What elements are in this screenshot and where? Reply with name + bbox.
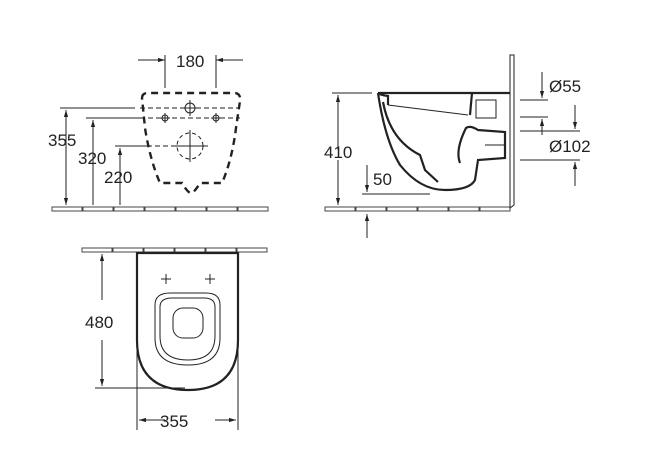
bowl-top-outline xyxy=(135,251,240,392)
dim-label-320: 320 xyxy=(78,149,106,168)
dim-label-355-width: 355 xyxy=(160,412,188,431)
outlet-hole xyxy=(172,307,204,339)
dimension-220: 220 xyxy=(104,145,152,205)
tile xyxy=(144,206,176,212)
tile xyxy=(113,206,145,212)
top-view: 480 355 xyxy=(81,247,268,431)
tile xyxy=(51,206,83,212)
tile xyxy=(175,206,207,212)
tile xyxy=(324,206,356,212)
bowl-rim xyxy=(381,101,439,183)
side-view: 410 50 Ø55 Ø102 xyxy=(324,54,591,238)
dim-label-180: 180 xyxy=(176,52,204,71)
bowl-opening xyxy=(154,292,221,366)
dim-label-410: 410 xyxy=(324,143,352,162)
tile xyxy=(386,206,418,212)
tile xyxy=(448,206,480,212)
fixing-hole-icons xyxy=(161,274,215,284)
dim-label-355: 355 xyxy=(48,131,76,150)
dimension-180: 180 xyxy=(138,52,243,88)
dimension-50: 50 xyxy=(362,165,430,238)
tile xyxy=(112,247,144,253)
tile xyxy=(236,247,268,253)
fixing-hole-icons xyxy=(160,100,221,162)
tile xyxy=(143,247,175,253)
tile xyxy=(206,206,238,212)
dimension-d102: Ø102 xyxy=(520,105,591,186)
dimension-410: 410 xyxy=(324,92,372,205)
dimension-d55: Ø55 xyxy=(520,72,581,135)
front-view: 180 355 320 220 xyxy=(48,52,269,212)
dim-label-d55: Ø55 xyxy=(549,77,581,96)
tile xyxy=(237,206,269,212)
bowl-profile xyxy=(376,91,510,192)
dimension-355: 355 xyxy=(48,107,135,205)
dim-label-d102: Ø102 xyxy=(549,137,591,156)
dimension-355-width: 355 xyxy=(136,340,239,431)
dim-label-480: 480 xyxy=(85,313,113,332)
dimension-480: 480 xyxy=(85,254,185,389)
tile xyxy=(81,247,113,253)
dim-label-220: 220 xyxy=(104,168,132,187)
tile xyxy=(82,206,114,212)
floor-tiles xyxy=(51,206,269,212)
tile xyxy=(174,247,206,253)
wall xyxy=(509,54,515,209)
floor-tiles xyxy=(324,206,511,212)
tile xyxy=(355,206,387,212)
tile xyxy=(417,206,449,212)
inlet xyxy=(475,99,497,119)
tile xyxy=(479,206,511,212)
wall-tiles xyxy=(81,247,268,253)
dim-label-50: 50 xyxy=(373,170,392,189)
tile xyxy=(205,247,237,253)
dimension-320: 320 xyxy=(78,117,140,205)
